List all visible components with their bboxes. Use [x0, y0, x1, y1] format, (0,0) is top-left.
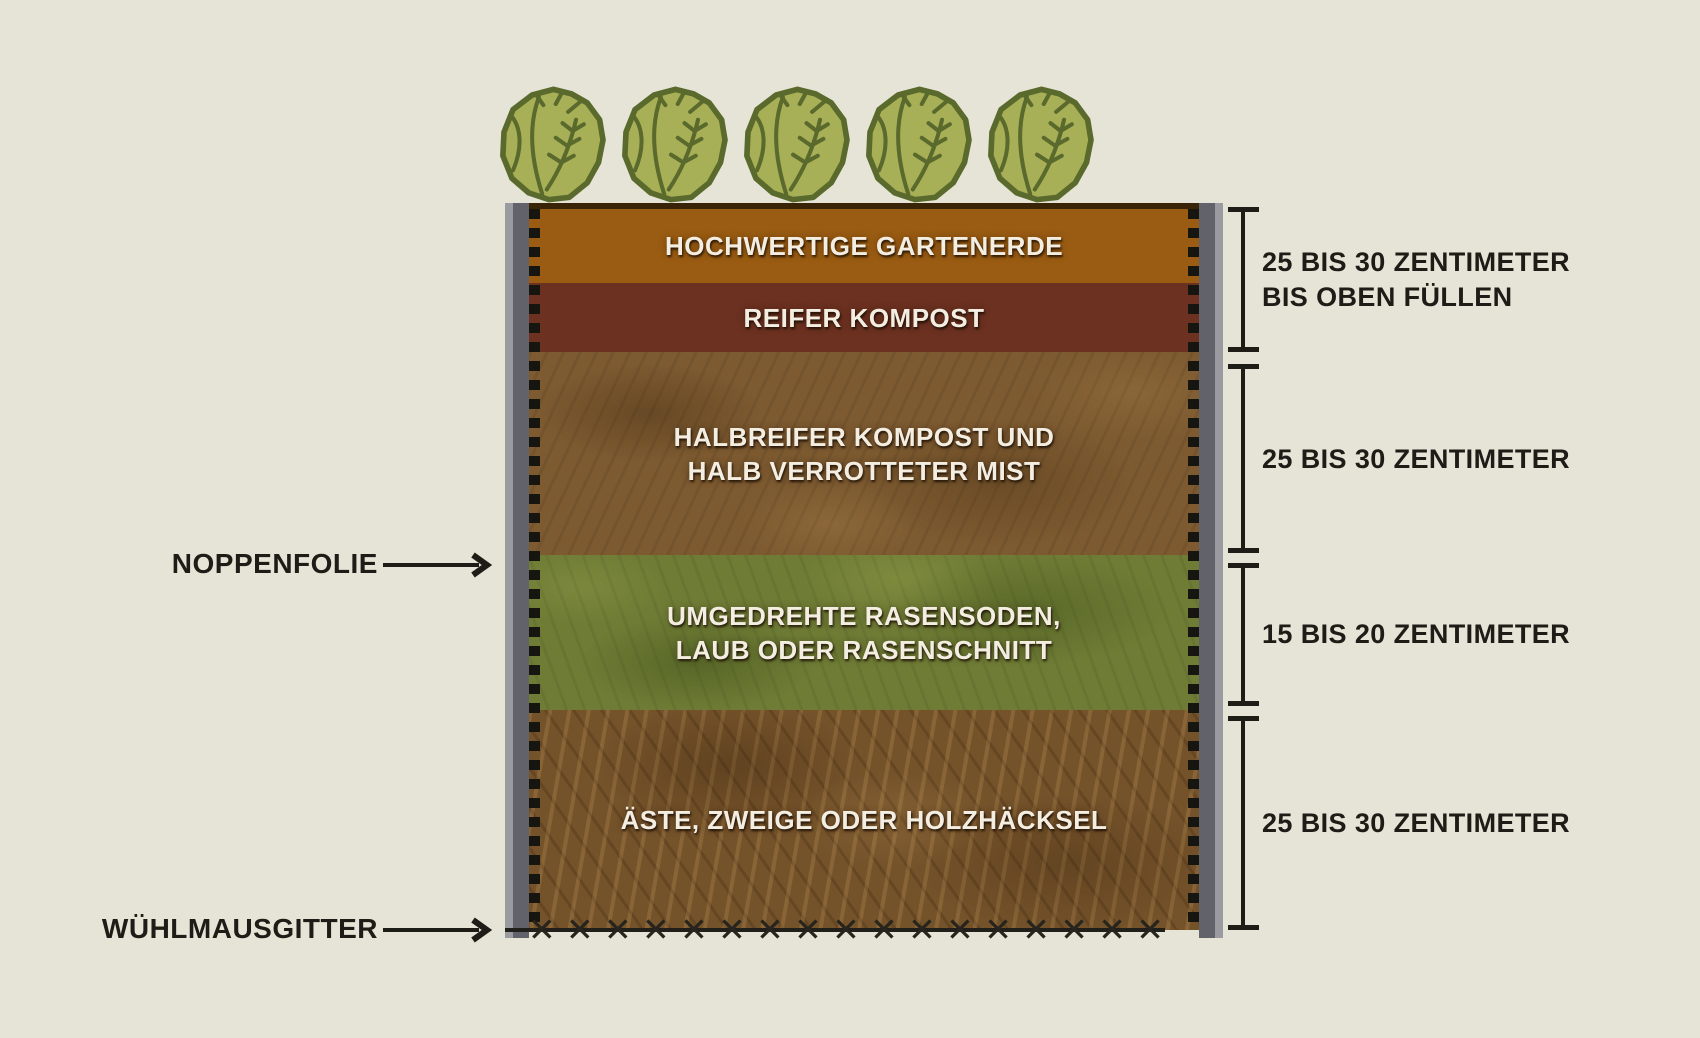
layer-label: HOCHWERTIGE GARTENERDE	[664, 231, 1064, 261]
wuehlmausgitter-label: WÜHLMAUSGITTER	[101, 913, 378, 944]
noppenfolie-dash-right	[1188, 209, 1199, 925]
cabbage-icon	[622, 86, 728, 203]
layer-label: ÄSTE, ZWEIGE ODER HOLZHÄCKSEL	[620, 805, 1108, 835]
vole-grid-x-mark: ✕	[908, 910, 936, 949]
layer-aeste: ÄSTE, ZWEIGE ODER HOLZHÄCKSEL	[529, 710, 1199, 930]
wuehlmausgitter-arrow-icon	[383, 917, 493, 943]
measurement-text: 25 BIS 30 ZENTIMETER	[1262, 444, 1571, 474]
layer-label: UMGEDREHTE RASENSODEN,	[667, 600, 1061, 631]
vole-grid-x-mark: ✕	[794, 910, 822, 949]
bed-top-edge	[529, 203, 1199, 209]
cabbage-icon	[988, 86, 1094, 203]
vole-grid-x-mark: ✕	[1136, 910, 1164, 949]
noppenfolie-label: NOPPENFOLIE	[171, 548, 378, 579]
measurement-text: 25 BIS 30 ZENTIMETER	[1262, 247, 1571, 277]
cabbage-row	[495, 86, 1100, 203]
vole-grid-x-mark: ✕	[1098, 910, 1126, 949]
cabbage-icon	[500, 86, 606, 203]
raised-bed: HOCHWERTIGE GARTENERDE REIFER KOMPOST HA…	[505, 203, 1223, 938]
vole-grid-x-mark: ✕	[870, 910, 898, 949]
vole-grid-icon: ✕ ✕ ✕ ✕ ✕ ✕ ✕ ✕ ✕ ✕ ✕ ✕ ✕ ✕ ✕ ✕ ✕	[528, 907, 1164, 953]
frame-right-wall	[1199, 203, 1223, 938]
layer-label: REIFER KOMPOST	[743, 302, 985, 333]
vole-grid-x-mark: ✕	[718, 910, 746, 949]
measurement-label-2: 25 BIS 30 ZENTIMETER	[1262, 442, 1570, 477]
layer-gartenerde: HOCHWERTIGE GARTENERDE	[529, 209, 1199, 283]
measure-bracket-3	[1228, 563, 1259, 706]
vole-grid-x-mark: ✕	[680, 910, 708, 949]
vole-grid-x-mark: ✕	[756, 910, 784, 949]
bed-layers: HOCHWERTIGE GARTENERDE REIFER KOMPOST HA…	[529, 203, 1199, 930]
measurement-label-1: 25 BIS 30 ZENTIMETER BIS OBEN FÜLLEN	[1262, 245, 1570, 315]
measurement-label-3: 15 BIS 20 ZENTIMETER	[1262, 617, 1570, 652]
vole-grid-x-mark: ✕	[832, 910, 860, 949]
vole-grid-x-mark: ✕	[1060, 910, 1088, 949]
layer-halbreifer-kompost: HALBREIFER KOMPOST UND HALB VERROTTETER …	[529, 352, 1199, 555]
layer-label-line2: HALB VERROTTETER MIST	[687, 455, 1041, 486]
cabbage-icon	[744, 86, 850, 203]
vole-grid-x-mark: ✕	[984, 910, 1012, 949]
vole-grid-x-mark: ✕	[528, 910, 556, 949]
layer-rasensoden: UMGEDREHTE RASENSODEN, LAUB ODER RASENSC…	[529, 555, 1199, 710]
measure-bracket-1	[1228, 207, 1259, 352]
layer-label-line2: LAUB ODER RASENSCHNITT	[675, 634, 1053, 665]
measure-bracket-4	[1228, 716, 1259, 930]
frame-left-wall	[505, 203, 529, 938]
vole-grid-x-mark: ✕	[642, 910, 670, 949]
noppenfolie-dash-left	[529, 209, 540, 925]
measure-bracket-2	[1228, 364, 1259, 553]
measurement-text-line2: BIS OBEN FÜLLEN	[1262, 282, 1513, 312]
measurement-text: 25 BIS 30 ZENTIMETER	[1262, 808, 1571, 838]
measurement-text: 15 BIS 20 ZENTIMETER	[1262, 619, 1571, 649]
vole-grid-x-mark: ✕	[566, 910, 594, 949]
measurement-label-4: 25 BIS 30 ZENTIMETER	[1262, 806, 1570, 841]
layer-reifer-kompost: REIFER KOMPOST	[529, 283, 1199, 352]
vole-grid-x-mark: ✕	[946, 910, 974, 949]
layer-label: HALBREIFER KOMPOST UND	[673, 421, 1055, 452]
noppenfolie-arrow-icon	[383, 552, 493, 578]
vole-grid-x-mark: ✕	[1022, 910, 1050, 949]
vole-grid-x-mark: ✕	[604, 910, 632, 949]
vole-grid-line	[505, 928, 1165, 932]
cabbage-icon	[866, 86, 972, 203]
